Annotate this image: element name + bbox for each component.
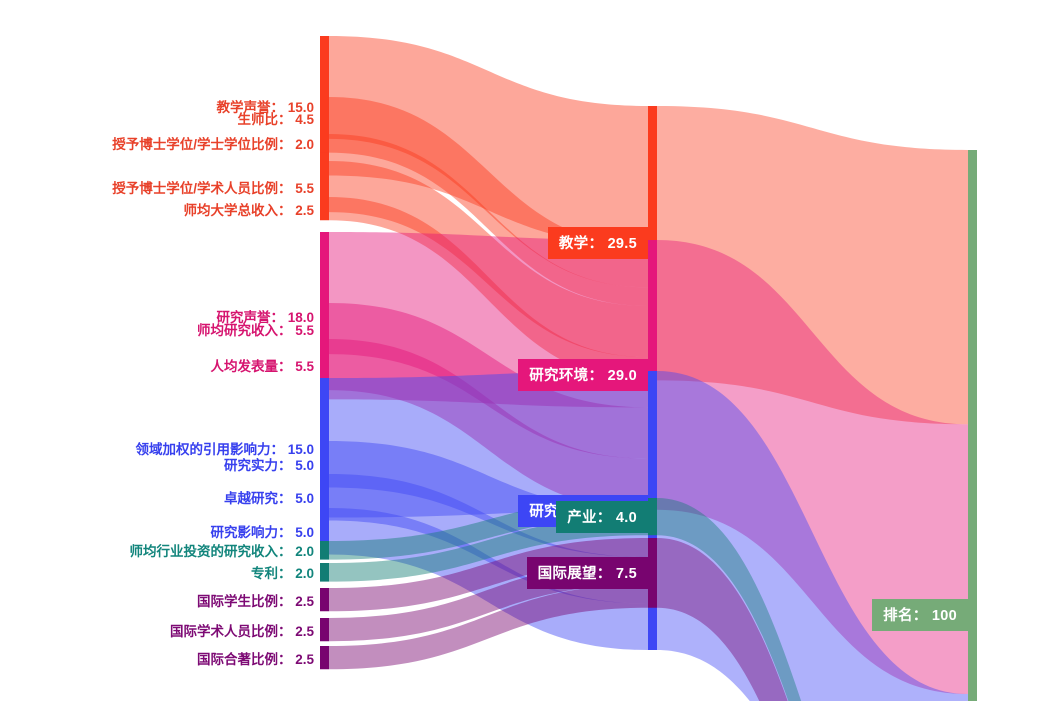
sankey-source-label-res_infl: 研究影响力： 5.0 [210,525,314,541]
sankey-source-label-res_prod: 人均发表量： 5.5 [210,358,314,374]
sankey-link [657,538,788,701]
sankey-link [657,371,968,701]
sankey-node-label-res_env: 研究环境： 29.0 [518,358,648,391]
sankey-node-int_copub[interactable] [320,646,329,670]
sankey-node-inst_income[interactable] [320,197,329,221]
sankey-source-label-int_staff: 国际学术人员比例： 2.5 [169,623,314,639]
sankey-source-label-doc_bach: 授予博士学位/学士学位比例： 2.0 [112,137,314,153]
sankey-link [657,498,802,701]
sankey-source-label-res_str: 研究实力： 5.0 [223,458,314,474]
sankey-node-int_stu[interactable] [320,588,329,612]
sankey-source-label-int_stu: 国际学生比例： 2.5 [196,593,314,609]
sankey-node-res_infl[interactable] [320,508,329,555]
sankey-node-industry[interactable] [648,498,657,536]
sankey-node-ind_income[interactable] [320,541,329,560]
sankey-source-label-inst_income: 师均大学总收入： 2.5 [183,202,314,218]
sankey-link [329,134,648,306]
sankey-node-intl[interactable] [648,538,657,608]
sankey-source-label-patents: 专利： 2.0 [250,566,314,582]
sankey-nodes [320,36,977,701]
sankey-node-res_exc[interactable] [320,474,329,521]
sankey-link [329,508,648,650]
sankey-source-label-teach_rep: 教学声誉： 15.0 [216,99,314,115]
sankey-node-stu_staff[interactable] [320,97,329,139]
sankey-source-label-fwci: 领域加权的引用影响力： 15.0 [135,441,314,457]
sankey-node-res_income[interactable] [320,303,329,355]
sankey-source-label-res_income: 师均研究收入： 5.5 [196,322,314,338]
sankey-source-label-stu_staff: 生师比： 4.5 [237,111,314,127]
sankey-node-label-teaching: 教学： 29.5 [547,227,648,260]
sankey-node-label-intl: 国际展望： 7.5 [526,556,648,589]
sankey-node-doc_bach[interactable] [320,134,329,153]
sankey-source-label-res_exc: 卓越研究： 5.0 [223,491,314,507]
sankey-link [329,303,648,459]
sankey-source-label-int_copub: 国际合著比例： 2.5 [196,651,314,667]
sankey-node-int_staff[interactable] [320,618,329,642]
sankey-source-label-res_rep: 研究声誉： 18.0 [216,309,314,325]
sankey-link [329,339,648,510]
sankey-link [657,106,968,425]
sankey-node-rank[interactable] [968,150,977,701]
sankey-node-res_str[interactable] [320,441,329,488]
sankey-link [329,161,648,358]
sankey-node-res_prod[interactable] [320,339,329,391]
sankey-node-label-rank: 排名： 100 [872,599,968,631]
sankey-link [657,240,968,695]
sankey-link [329,538,648,612]
sankey-link [329,371,648,518]
sankey-source-label-doc_staff: 授予博士学位/学术人员比例： 5.5 [112,180,314,196]
sankey-node-label-industry: 产业： 4.0 [556,500,648,533]
sankey-node-doc_staff[interactable] [320,161,329,213]
sankey-link [329,36,648,246]
sankey-source-label-ind_income: 师均行业投资的研究收入： 2.0 [129,544,314,560]
sankey-node-patents[interactable] [320,563,329,582]
sankey-link [329,197,648,381]
sankey-link [329,516,648,582]
sankey-link [329,584,648,670]
